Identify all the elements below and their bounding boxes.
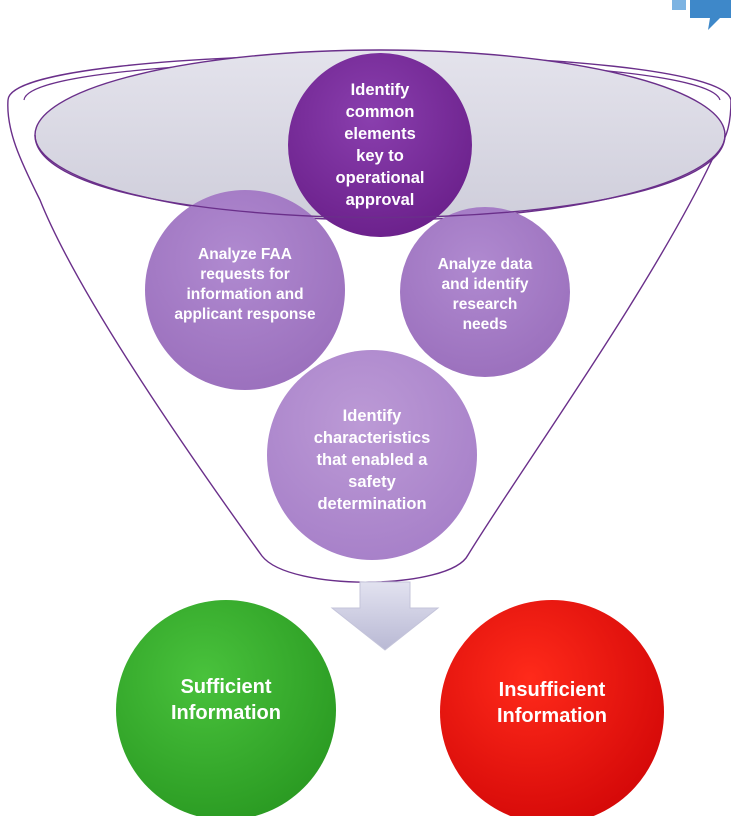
circle-sufficient-information bbox=[116, 600, 336, 816]
circle-identify-common-elements bbox=[288, 53, 472, 237]
circle-analyze-faa-requests bbox=[145, 190, 345, 390]
label-identify-characteristics: Identify characteristics that enabled a … bbox=[313, 407, 431, 513]
down-arrow-icon bbox=[330, 581, 440, 651]
label-analyze-faa-requests: Analyze FAA requests for information and… bbox=[174, 246, 316, 323]
speech-bubble-icon bbox=[672, 0, 731, 30]
circle-insufficient-information bbox=[440, 600, 664, 816]
circle-analyze-data bbox=[400, 207, 570, 377]
circle-identify-characteristics bbox=[267, 350, 477, 560]
label-insufficient-information: Insufficient Information bbox=[497, 679, 607, 727]
label-sufficient-information: Sufficient Information bbox=[171, 676, 281, 724]
label-identify-common-elements: Identify common elements key to operatio… bbox=[335, 81, 425, 209]
funnel-mouth-rim bbox=[34, 134, 726, 219]
label-analyze-data: Analyze data and identify research needs bbox=[437, 256, 533, 333]
